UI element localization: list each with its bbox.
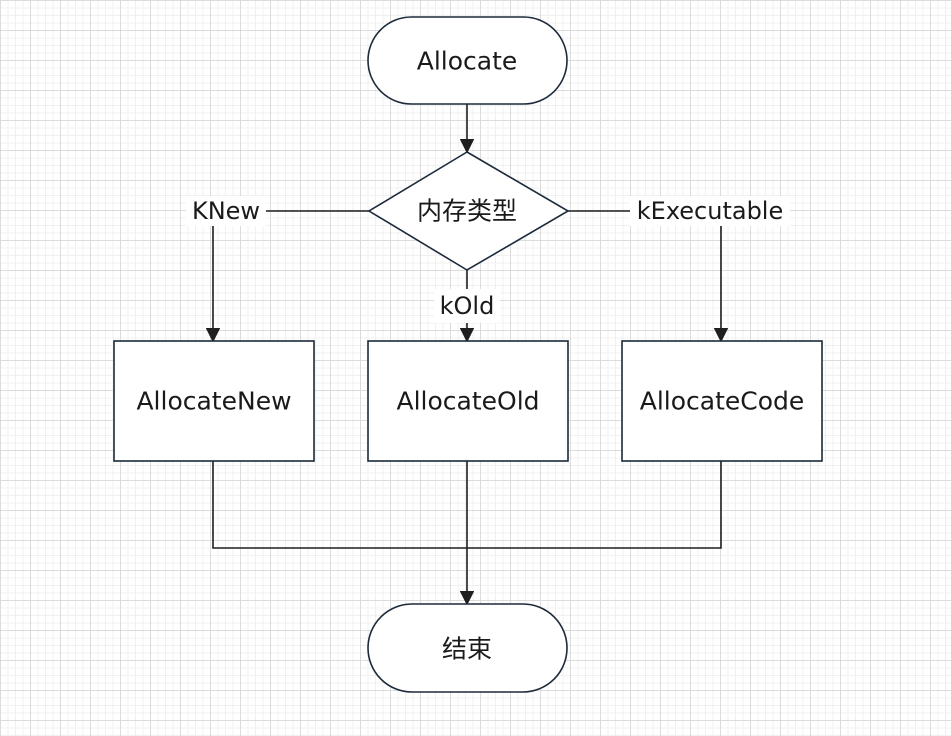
edge-label-bg-kexecutable [630, 196, 790, 226]
decision-diamond-shape [367, 151, 570, 271]
end-node[interactable]: 结束 [367, 603, 568, 693]
edge-decision-to-allocate-new [205, 210, 369, 343]
start-node-label: Allocate [417, 47, 518, 76]
allocate-new-label: AllocateNew [136, 387, 291, 416]
allocate-code-label: AllocateCode [640, 387, 805, 416]
edge-label-bg-knew [186, 196, 266, 226]
end-terminal-shape [367, 603, 568, 693]
allocate-new-node[interactable]: AllocateNew [113, 340, 315, 462]
edge-label-kold: kOld [440, 292, 495, 320]
end-node-label: 结束 [442, 635, 492, 664]
edge-label-kexecutable: kExecutable [637, 197, 783, 225]
allocate-old-label: AllocateOld [396, 387, 539, 416]
decision-node[interactable]: 内存类型 [367, 151, 570, 271]
allocate-new-shape [113, 340, 315, 462]
edge-label-bg-kold [434, 289, 500, 323]
start-node[interactable]: Allocate [367, 16, 568, 105]
allocate-code-shape [621, 340, 823, 462]
edge-label-knew: KNew [192, 197, 260, 225]
allocate-old-shape [367, 340, 569, 462]
allocate-old-node[interactable]: AllocateOld [367, 340, 569, 462]
start-terminal-shape [367, 16, 568, 105]
allocate-code-node[interactable]: AllocateCode [621, 340, 823, 462]
edge-decision-to-allocate-code [568, 210, 729, 343]
decision-node-label: 内存类型 [417, 197, 517, 226]
